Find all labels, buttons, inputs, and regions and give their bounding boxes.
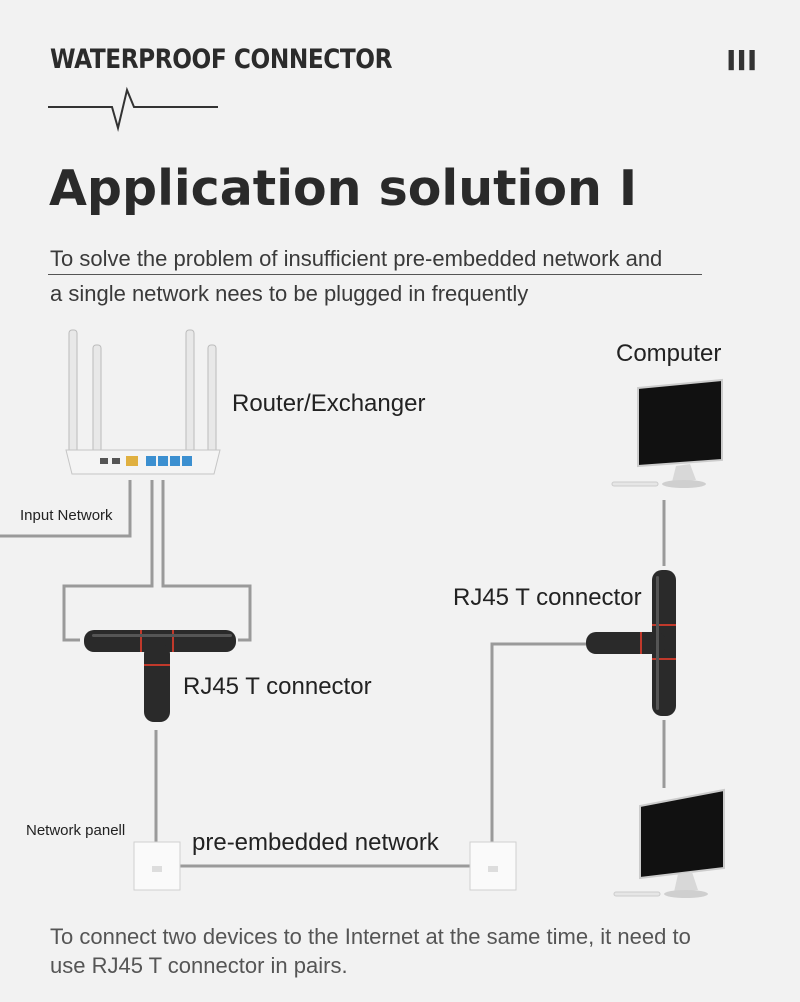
network-panel-label: Network panell: [26, 822, 126, 839]
computer-label: Computer: [616, 340, 722, 367]
brand-title: WATERPROOF CONNECTOR: [50, 44, 393, 75]
rj45-t-connector-icon: [84, 630, 236, 722]
monitor-icon: [611, 378, 723, 488]
page-heading: Application solution I: [49, 160, 638, 217]
rj45-left-label: RJ45 T connector: [183, 673, 372, 700]
network-panel-icon: [133, 841, 181, 891]
router-label: Router/Exchanger: [232, 390, 426, 417]
router-icon: [65, 329, 221, 475]
input-network-label: Input Network: [20, 507, 113, 524]
heartbeat-line-icon: [48, 86, 218, 132]
footer-line-2: use RJ45 T connector in pairs.: [50, 953, 348, 978]
page-number: III: [726, 44, 758, 77]
monitor-icon: [613, 788, 725, 898]
wires: [0, 480, 666, 868]
subtitle-underline: [48, 274, 702, 275]
rj45-t-connector-icon: [586, 570, 676, 716]
subtitle-line-1: To solve the problem of insufficient pre…: [50, 246, 663, 271]
subtitle-line-2: a single network nees to be plugged in f…: [50, 281, 529, 306]
footer-line-1: To connect two devices to the Internet a…: [50, 924, 691, 949]
rj45-right-label: RJ45 T connector: [453, 584, 642, 611]
network-panel-icon: [469, 841, 517, 891]
pre-embedded-label: pre-embedded network: [192, 829, 439, 856]
